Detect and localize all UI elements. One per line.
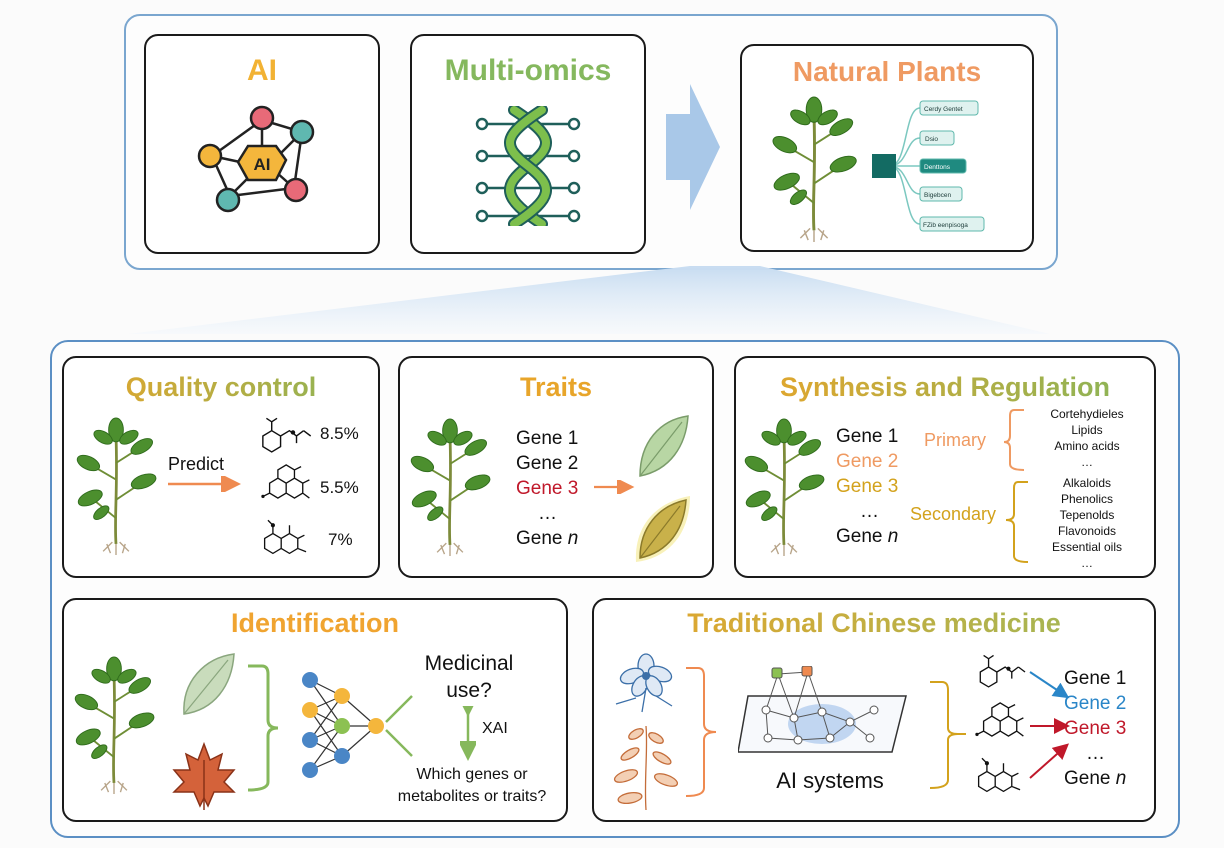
primary-item: Amino acids — [1054, 439, 1120, 453]
arrow-icon — [594, 480, 635, 494]
zoom-connector — [128, 266, 1050, 334]
molecule-icon — [972, 752, 1030, 796]
svg-text:Denttons: Denttons — [924, 164, 951, 171]
identification-title: Identification — [231, 608, 399, 638]
neural-network-icon — [302, 672, 413, 778]
plant-icon — [70, 412, 162, 560]
gene-label: Gene 3 — [1064, 718, 1127, 739]
compound-tree-diagram: Cerdy Gentet Dsio Denttons Bigebcen FZib… — [872, 100, 985, 232]
gene-label: Gene 1 — [1064, 668, 1127, 689]
plant-icon — [404, 414, 496, 560]
natural-plants-title: Natural Plants — [792, 56, 982, 87]
svg-text:Cerdy Gentet: Cerdy Gentet — [924, 106, 963, 113]
gene-label: Gene n — [1064, 768, 1127, 789]
gene-label: Gene 3 — [516, 478, 579, 499]
leaf-icon — [639, 415, 689, 477]
secondary-item: Alkaloids — [1062, 476, 1112, 490]
gene-label: Gene 2 — [836, 451, 899, 472]
plant-icon — [68, 652, 160, 798]
gene-label: Gene n — [516, 528, 579, 549]
synthesis-card: Synthesis and Regulation Gene 1 Gene 2 G… — [734, 356, 1156, 578]
herb-illustration — [613, 725, 679, 811]
primary-item: Lipids — [1071, 423, 1103, 437]
mapping-arrows — [1029, 671, 1070, 779]
multiomics-card: Multi-omics — [410, 34, 646, 254]
bracket — [247, 664, 279, 792]
molecule-icon — [972, 652, 1030, 692]
svg-text:AI: AI — [254, 155, 271, 174]
ellipsis: … — [1086, 743, 1105, 764]
tcm-card: Traditional Chinese medicine — [592, 598, 1156, 822]
svg-text:FZib eenpisoga: FZib eenpisoga — [923, 222, 968, 229]
bidirectional-arrow — [460, 706, 476, 761]
svg-text:Dsio: Dsio — [925, 136, 938, 143]
quality-control-card: Quality control Predict 8.5% 5.5% 7% — [62, 356, 380, 578]
tcm-title: Traditional Chinese medicine — [594, 608, 1154, 639]
ellipsis: … — [860, 501, 879, 522]
yellow-leaf-icon — [635, 496, 690, 562]
quality-control-title: Quality control — [64, 372, 378, 403]
compound-value: 8.5% — [320, 424, 359, 443]
ellipsis: … — [1081, 455, 1093, 469]
compound-value: 7% — [328, 530, 353, 549]
gene-label: Gene 3 — [836, 476, 899, 497]
compound-value: 5.5% — [320, 478, 359, 497]
dna-icon — [475, 106, 581, 226]
predict-arrow — [168, 476, 241, 492]
predict-label: Predict — [168, 454, 225, 474]
secondary-label: Secondary — [910, 504, 997, 524]
gene-label: Gene 1 — [516, 428, 579, 449]
primary-label: Primary — [924, 430, 986, 450]
molecule-icon — [258, 514, 316, 558]
ellipsis: … — [1081, 556, 1093, 570]
molecule-icon — [972, 700, 1030, 744]
primary-item: Cortehydieles — [1050, 407, 1124, 421]
bracket — [685, 667, 717, 797]
flower-illustration — [615, 653, 673, 713]
gene-label: Gene 2 — [1064, 693, 1127, 714]
xai-label: XAI — [482, 720, 508, 737]
ai-systems-label: AI systems — [776, 768, 884, 793]
secondary-item: Flavonoids — [1057, 524, 1117, 538]
traits-card: Traits Gene 1 Gene 2 Gene 3 … Gene n — [398, 356, 714, 578]
right-arrow-icon — [666, 84, 720, 210]
gene-label: Gene 1 — [836, 426, 899, 447]
molecule-icon — [254, 416, 316, 456]
ai-title: AI — [247, 54, 277, 87]
synthesis-title: Synthesis and Regulation — [736, 372, 1154, 403]
plant-icon — [764, 96, 864, 242]
ai-network-icon: AI — [197, 105, 315, 213]
svg-text:Bigebcen: Bigebcen — [924, 192, 951, 199]
brackets — [1003, 409, 1029, 563]
natural-plants-card: Natural Plants Cerdy Gentet Dsio Dentton… — [740, 44, 1034, 252]
ai-card: AI AI — [144, 34, 380, 254]
multiomics-title: Multi-omics — [444, 54, 612, 87]
gene-label: Gene 2 — [516, 453, 579, 474]
molecule-icon — [258, 462, 316, 506]
secondary-item: Phenolics — [1060, 492, 1114, 506]
secondary-item: Tepenolds — [1059, 508, 1115, 522]
traits-title: Traits — [519, 372, 593, 402]
secondary-item: Essential oils — [1051, 540, 1123, 554]
plant-icon — [738, 414, 830, 560]
ai-system-network — [738, 666, 907, 753]
maple-leaf-icon — [172, 741, 236, 810]
bracket — [929, 681, 966, 789]
gene-label: Gene n — [836, 526, 899, 547]
leaf-icon — [183, 653, 235, 715]
ellipsis: … — [538, 503, 557, 524]
